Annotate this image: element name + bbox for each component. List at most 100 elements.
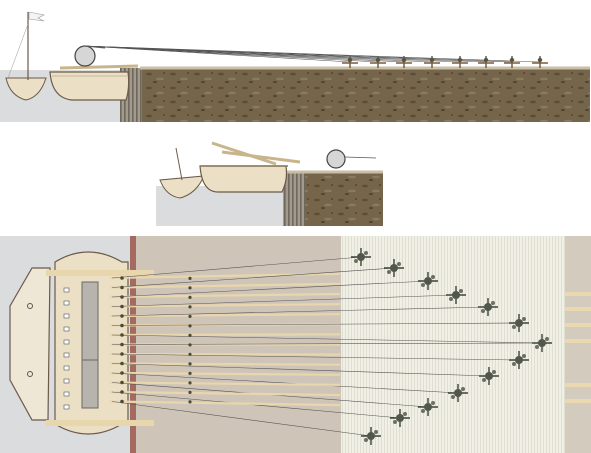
detail-small-boat <box>159 175 205 199</box>
crew-member-icon <box>479 367 499 385</box>
pulley-icon <box>120 380 124 385</box>
crew-member-icon <box>361 427 381 445</box>
rowlock-icon <box>63 365 70 371</box>
pulley-icon <box>188 371 192 375</box>
pulley-icon <box>120 352 124 356</box>
crew-member-icon <box>478 56 494 68</box>
guide-spar <box>109 333 341 337</box>
pulley-icon <box>188 343 192 347</box>
pulley-icon <box>188 295 192 299</box>
guide-spar <box>109 390 341 397</box>
crew-member-icon <box>351 248 371 266</box>
rowlock-icon <box>63 404 70 410</box>
pulley-icon <box>120 342 124 347</box>
crew-member-icon <box>448 384 468 402</box>
pulley-icon <box>188 286 192 290</box>
crew-member-icon <box>504 56 520 68</box>
cross-plank-top <box>46 270 154 276</box>
crew-arc <box>351 248 552 445</box>
haul-rope <box>111 401 372 437</box>
shore-field <box>341 236 565 453</box>
rowlock-icon <box>63 339 70 345</box>
haul-rope <box>111 342 543 345</box>
pulley-icon <box>188 324 192 328</box>
crew-member-icon <box>509 351 529 369</box>
pulley-icon <box>188 381 192 385</box>
pulley-icon <box>188 352 192 356</box>
guide-spar <box>109 292 341 299</box>
crew-member-icon <box>370 56 386 68</box>
pulley-icon <box>120 361 124 366</box>
plan-haul-ropes <box>109 256 543 437</box>
guide-spar <box>109 303 341 308</box>
crew-member-icon <box>478 298 498 316</box>
boat-stay-rope <box>7 23 29 79</box>
guide-spar <box>109 352 341 356</box>
lifeboat-hull <box>49 71 130 101</box>
shore-edge-strip <box>565 236 591 453</box>
crew-member-icon <box>342 56 358 68</box>
rowlocks <box>63 287 70 410</box>
rowlock-icon <box>63 313 70 319</box>
haul-rope <box>111 322 520 326</box>
guide-spar <box>109 282 341 289</box>
pulley-icon <box>120 304 124 309</box>
small-boat-thwart-icon <box>27 371 33 377</box>
haul-rope <box>111 372 459 394</box>
guide-spar <box>109 371 341 376</box>
crew-member-icon <box>384 259 404 277</box>
guide-spar <box>109 400 341 407</box>
haul-rope <box>111 267 395 288</box>
detail-quay-wall <box>283 172 305 226</box>
pulley-icon <box>120 285 124 290</box>
pulley-icon <box>188 362 192 366</box>
detail-oar-2 <box>221 150 301 164</box>
pulley-icon <box>120 371 124 375</box>
crew-member-icon <box>418 398 438 416</box>
detail-small-mast <box>175 147 183 181</box>
launch-cradle-beam <box>81 281 99 409</box>
pulley-icon <box>188 400 192 404</box>
detail-elevation-view <box>156 141 383 226</box>
flag-icon <box>28 11 45 22</box>
crew-member-icon <box>532 56 548 68</box>
haul-ropes-elevation <box>84 45 541 63</box>
pulley-icon <box>188 314 192 318</box>
cross-plank-bottom <box>46 420 154 426</box>
detail-winch-wheel <box>326 149 346 169</box>
haul-rope <box>84 45 541 63</box>
small-boat-thwart-icon <box>27 303 33 309</box>
guide-spar <box>109 362 341 366</box>
rowlock-icon <box>63 378 70 384</box>
plan-view <box>0 236 591 453</box>
plan-small-boat <box>9 267 51 421</box>
pulley-icon <box>120 295 124 299</box>
crew-member-icon <box>390 409 410 427</box>
crew-member-icon <box>396 56 412 68</box>
haul-rope <box>111 256 362 279</box>
shore-earth-bank <box>120 68 590 122</box>
crew-member-icon <box>452 56 468 68</box>
pulley-icon <box>120 323 124 328</box>
pulley-icon <box>188 276 192 280</box>
haul-rope <box>111 391 401 419</box>
side-elevation-view <box>0 11 590 122</box>
crew-elevation-row <box>342 56 548 68</box>
rowlock-icon <box>63 352 70 358</box>
haul-rope <box>111 363 490 377</box>
shore-skids <box>565 292 591 403</box>
small-boat-hull <box>5 77 47 101</box>
pulley-icon <box>120 276 124 280</box>
haul-rope <box>111 334 543 344</box>
haul-rope <box>111 306 489 317</box>
pulley-icon <box>188 305 192 309</box>
pulley-icon <box>120 399 124 404</box>
guide-spar <box>109 313 341 318</box>
rowlock-icon <box>63 287 70 293</box>
crew-member-icon <box>418 272 438 290</box>
pulley-icon <box>120 333 124 337</box>
rowlock-icon <box>63 391 70 397</box>
haul-rope <box>111 280 429 298</box>
